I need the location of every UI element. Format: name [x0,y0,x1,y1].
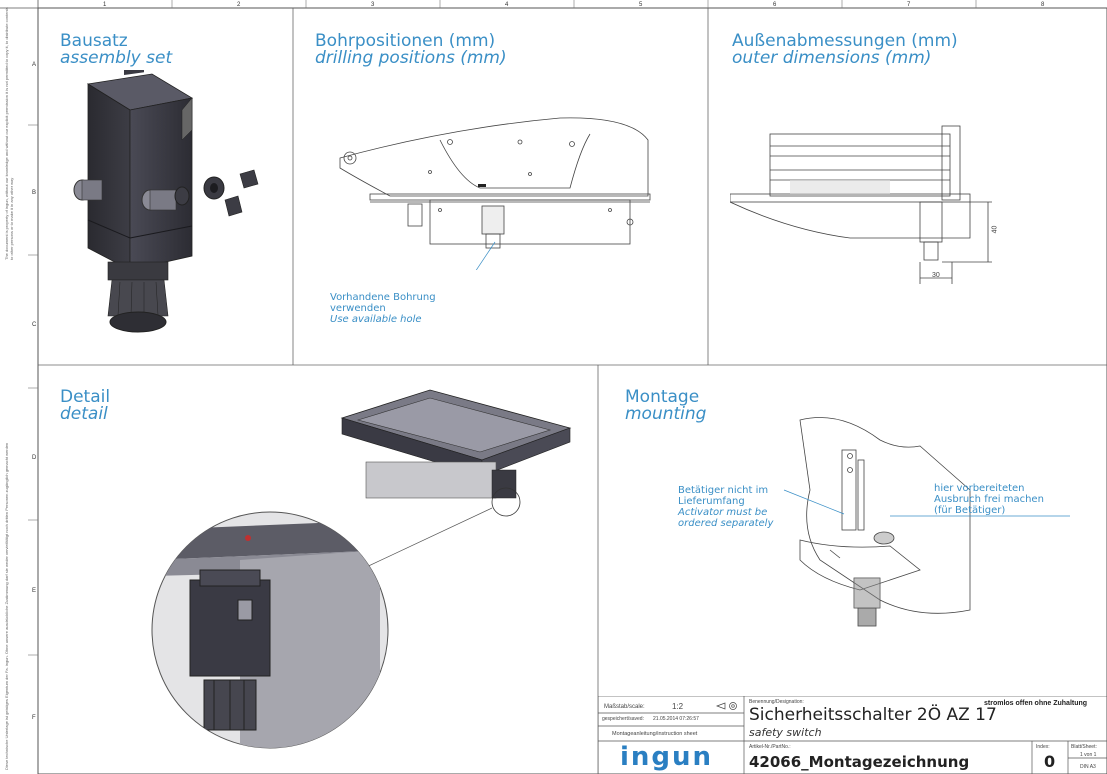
designation-en: safety switch [749,726,822,739]
note-line: Lieferumfang [678,496,745,507]
section-title-detail: Detail [60,387,111,407]
section-subtitle-montage: mounting [625,404,707,424]
sheet-type: Montageanleitung/instruction sheet [612,731,698,737]
mounting-illustration [799,417,971,627]
title-block-frame [598,696,1107,774]
paper-format: DIN A3 [1080,764,1096,770]
column-number: 8 [1041,2,1045,8]
note-cutout: hier vorbereiteten Ausbruch frei machen … [934,483,1044,516]
copyright-note-de: Diese technische Unterlage ist geistiges… [4,442,9,770]
partno-label: Artikel-Nr./PartNo.: [749,744,791,750]
assembly-set-illustration [73,70,259,333]
index-value: 0 [1044,752,1056,771]
saved-label: gespeichert/saved: [602,716,644,722]
column-number: 6 [773,2,777,8]
scale-value: 1:2 [672,702,684,711]
sheet-label: Blatt/Sheet: [1071,744,1097,750]
row-letter: A [32,62,37,68]
section-subtitle-bausatz: assembly set [60,48,173,68]
dimension-width: 30 [932,272,940,279]
row-letter: D [32,455,37,461]
row-letter: E [32,588,37,594]
detail-illustration [151,389,572,749]
outer-dimensions-drawing [730,125,992,284]
drilling-positions-drawing [339,117,651,270]
row-letter: C [32,322,37,328]
note-line: hier vorbereiteten [934,483,1025,494]
note-activator: Betätiger nicht im Lieferumfang Activato… [678,485,773,529]
column-number: 2 [237,2,241,8]
note-line: Activator must be [678,507,768,518]
note-line: Betätiger nicht im [678,485,769,496]
section-title-montage: Montage [625,387,700,407]
note-line: verwenden [330,303,386,314]
designation-note: stromlos offen ohne Zuhaltung [984,700,1088,707]
column-number: 1 [103,2,107,8]
index-label: Index: [1036,744,1050,750]
section-subtitle-bohr: drilling positions (mm) [315,48,507,68]
section-title-bohr: Bohrpositionen (mm) [315,31,496,51]
note-line: (für Betätiger) [934,505,1006,516]
copyright-note-en: The document is property of ingun, witho… [4,7,14,260]
column-number: 7 [907,2,911,8]
note-line: Use available hole [330,314,422,325]
section-title-aussen: Außenabmessungen (mm) [732,31,958,51]
row-letter: F [32,715,36,721]
column-number: 4 [505,2,509,8]
company-logo: ingun [620,742,714,772]
designation-de: Sicherheitsschalter 2Ö AZ 17 [749,705,997,725]
note-available-hole: Vorhandene Bohrung verwenden Use availab… [330,292,436,325]
leader-lines [783,489,1070,517]
section-title-bausatz: Bausatz [60,31,128,51]
note-line: Ausbruch frei machen [934,494,1044,505]
note-line: ordered separately [678,518,774,529]
column-number: 3 [371,2,375,8]
saved-value: 21.05.2014 07:26:57 [653,716,699,722]
note-line: Vorhandene Bohrung [330,292,436,303]
section-subtitle-aussen: outer dimensions (mm) [732,48,932,68]
row-letter: B [32,190,37,196]
scale-label: Maßstab/scale: [604,704,645,710]
designation-label: Benennung/Designation: [749,699,804,705]
column-number: 5 [639,2,643,8]
section-subtitle-detail: detail [60,404,108,424]
sheet-value: 1 von 1 [1080,752,1097,758]
projection-symbol-icon [716,702,737,710]
dimension-height: 40 [991,225,999,234]
part-number: 42066_Montagezeichnung [749,753,970,771]
